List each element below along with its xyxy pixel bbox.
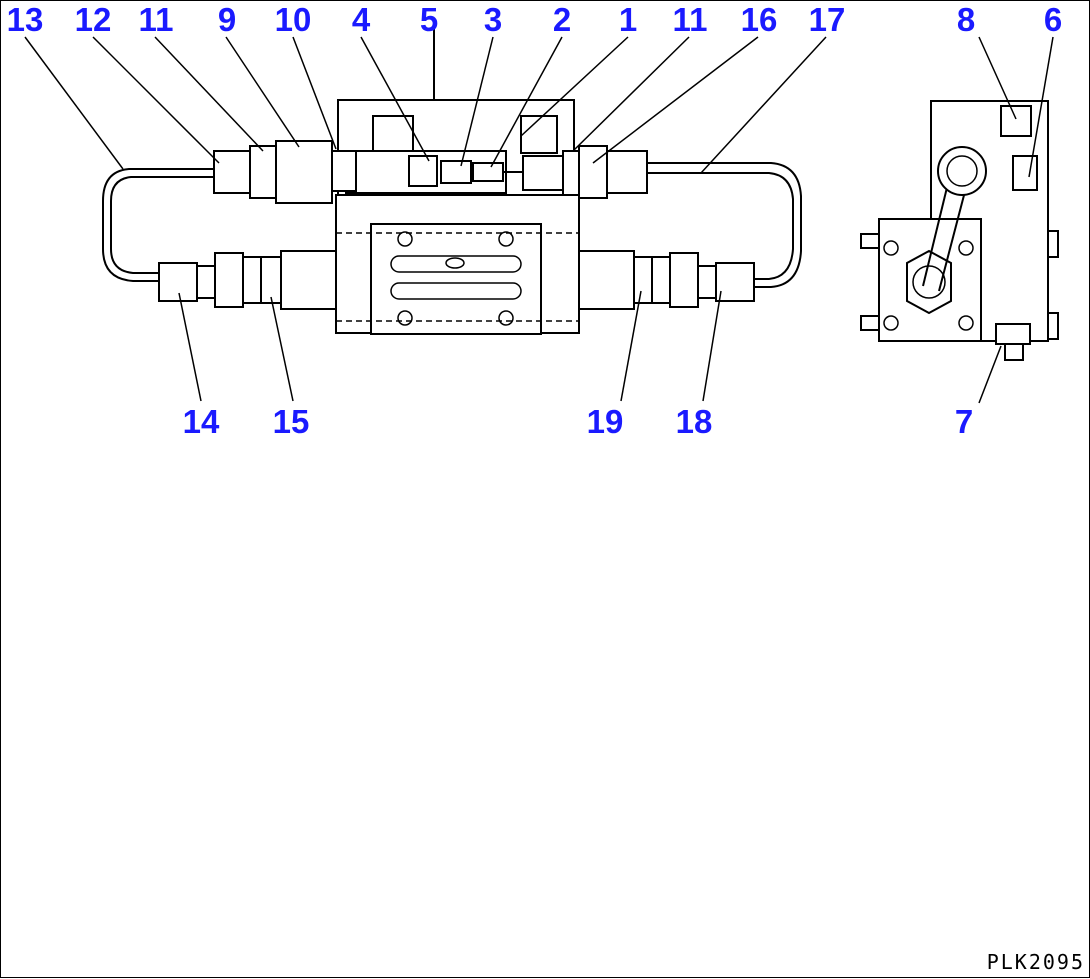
callout-17: 17: [809, 1, 846, 38]
callout-2: 2: [553, 1, 571, 38]
fitting-11-right: [562, 150, 580, 196]
callout-labels: 13 12 11 9 10 4 5 3 2 1 11 16 17 8 6 14 …: [7, 1, 1063, 440]
callout-15: 15: [273, 403, 310, 440]
callout-10: 10: [275, 1, 312, 38]
callout-4: 4: [352, 1, 371, 38]
plug-6: [1012, 155, 1038, 191]
bolt-7: [995, 323, 1031, 345]
drawing-code: PLK2095: [987, 950, 1085, 974]
fitting-16: [578, 145, 608, 199]
callout-1: 1: [619, 1, 637, 38]
callout-3: 3: [484, 1, 502, 38]
lower-fittings: [158, 250, 755, 310]
valve-assembly-front: [335, 21, 580, 335]
valve-cover-plate: [370, 223, 542, 335]
callout-12: 12: [75, 1, 112, 38]
valve-side-view: [860, 100, 1059, 361]
fitting-9: [275, 140, 333, 204]
callout-11-right: 11: [673, 1, 708, 38]
fitting-18: [715, 262, 755, 302]
solenoid-coil-right: [520, 115, 558, 154]
callout-5: 5: [420, 1, 438, 38]
leader-lines: [24, 36, 1054, 404]
callout-11-left: 11: [139, 1, 174, 38]
callout-9: 9: [218, 1, 236, 38]
fitting-12: [213, 150, 251, 194]
callout-18: 18: [676, 403, 713, 440]
fitting-14: [158, 262, 198, 302]
fitting-19: [633, 256, 653, 304]
plug-8: [1000, 105, 1032, 137]
callout-19: 19: [587, 403, 624, 440]
fitting-11-left: [249, 145, 277, 199]
callout-8: 8: [957, 1, 975, 38]
upper-pipe-assembly: [102, 140, 802, 288]
fitting-1: [522, 155, 564, 191]
fitting-15: [260, 256, 282, 304]
callout-13: 13: [7, 1, 44, 38]
callout-16: 16: [741, 1, 778, 38]
callout-7: 7: [955, 403, 973, 440]
callout-14: 14: [183, 403, 220, 440]
callout-6: 6: [1044, 1, 1062, 38]
